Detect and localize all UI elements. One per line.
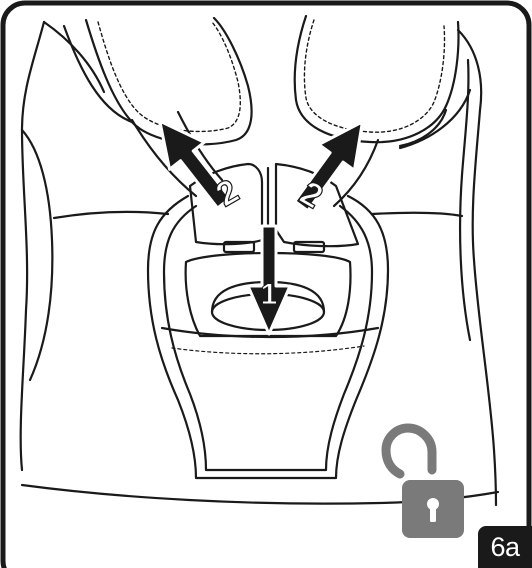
- seat-shell-left-inner: [44, 22, 104, 92]
- step-label-badge: 6a: [478, 526, 532, 568]
- cushion-crease-right: [372, 213, 462, 216]
- shoulder-pad-right-stitch: [304, 20, 444, 132]
- arrow-1-number: 1: [261, 278, 278, 311]
- seat-shell-left: [21, 22, 44, 470]
- unlocked-padlock-icon: [386, 428, 464, 538]
- crotch-pad-stitch: [172, 346, 364, 354]
- shoulder-pad-right: [295, 16, 459, 142]
- step-label: 6a: [490, 532, 519, 563]
- cushion-crease-left: [54, 212, 168, 218]
- seat-shell-right: [458, 30, 496, 505]
